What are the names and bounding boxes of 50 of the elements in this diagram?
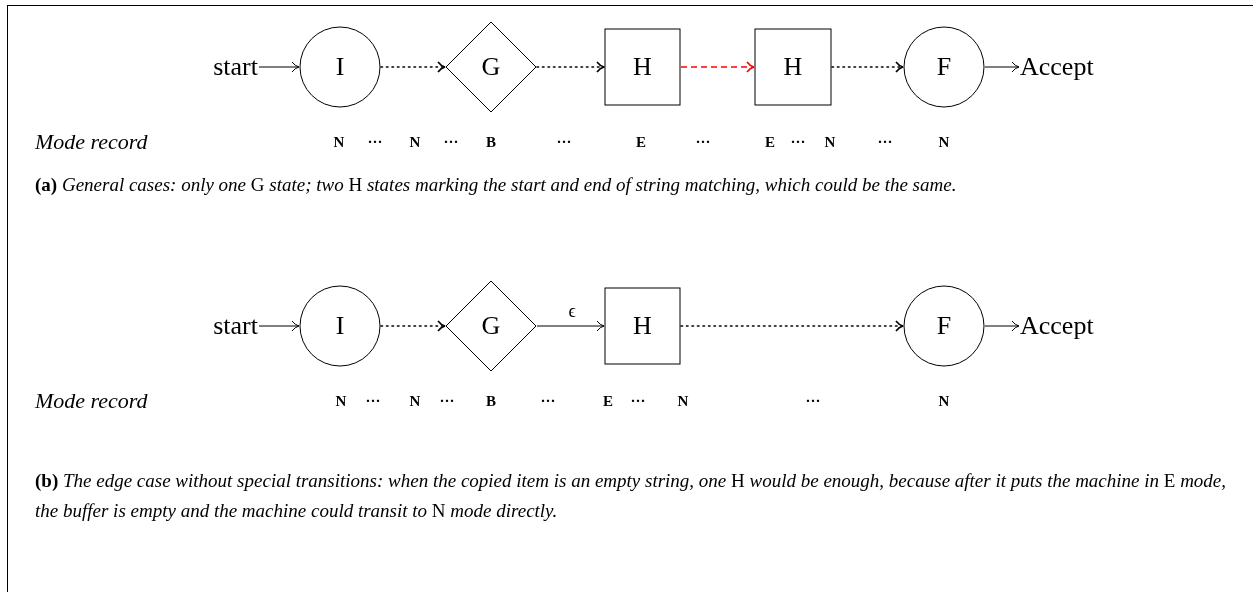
mode-symbol: N xyxy=(409,394,421,409)
mode-symbol: ··· xyxy=(630,394,646,409)
mode-symbol: ··· xyxy=(556,135,572,150)
mode-symbol: ··· xyxy=(695,135,711,150)
mode-symbol: ··· xyxy=(443,135,459,150)
terminal-label: start xyxy=(196,49,258,85)
terminal-label: Accept xyxy=(1020,308,1116,344)
state-label: G xyxy=(481,313,501,339)
state-diamond xyxy=(445,280,537,372)
state-label: I xyxy=(335,54,345,80)
state-circle xyxy=(903,26,985,108)
state-box xyxy=(754,28,832,106)
state-box xyxy=(604,287,681,365)
state-circle xyxy=(299,285,381,367)
terminal-label: start xyxy=(196,308,258,344)
mode-symbol: ··· xyxy=(365,394,381,409)
row-label: Mode record xyxy=(35,131,148,153)
mode-symbol: E xyxy=(636,135,646,150)
mode-symbol: ··· xyxy=(877,135,893,150)
mode-symbol: B xyxy=(486,135,496,150)
mode-symbol: B xyxy=(486,394,496,409)
state-label: H xyxy=(633,313,652,339)
mode-symbol: E xyxy=(765,135,775,150)
mode-symbol: N xyxy=(824,135,836,150)
state-label: G xyxy=(481,54,501,80)
mode-symbol: ··· xyxy=(439,394,455,409)
mode-symbol: N xyxy=(333,135,345,150)
mode-symbol: ··· xyxy=(367,135,383,150)
mode-symbol: E xyxy=(603,394,613,409)
mode-symbol: N xyxy=(938,394,950,409)
state-label: H xyxy=(783,54,803,80)
state-circle xyxy=(299,26,381,108)
mode-symbol: ··· xyxy=(790,135,806,150)
caption: (a) General cases: only one G state; two H states marking the start and end of string matching, which could be the same. xyxy=(35,173,958,197)
state-label: F xyxy=(936,54,952,80)
state-label: H xyxy=(633,54,652,80)
mode-symbol: ··· xyxy=(540,394,556,409)
mode-symbol: N xyxy=(335,394,347,409)
mode-symbol: N xyxy=(677,394,689,409)
state-box xyxy=(604,28,681,106)
mode-symbol: ··· xyxy=(805,394,821,409)
mode-symbol: N xyxy=(409,135,421,150)
state-circle xyxy=(903,285,985,367)
state-diamond xyxy=(445,21,537,113)
row-label: Mode record xyxy=(35,390,148,412)
state-label: F xyxy=(936,313,952,339)
mode-symbol: N xyxy=(938,135,950,150)
caption: (b) The edge case without special transitions: when the copied item is an empty string, one H would be enough, because after it puts the machine in E mode, the buffer is empty and the machine could transit to N mode directly. xyxy=(35,469,1228,523)
state-label: I xyxy=(335,313,345,339)
terminal-label: Accept xyxy=(1020,49,1116,85)
